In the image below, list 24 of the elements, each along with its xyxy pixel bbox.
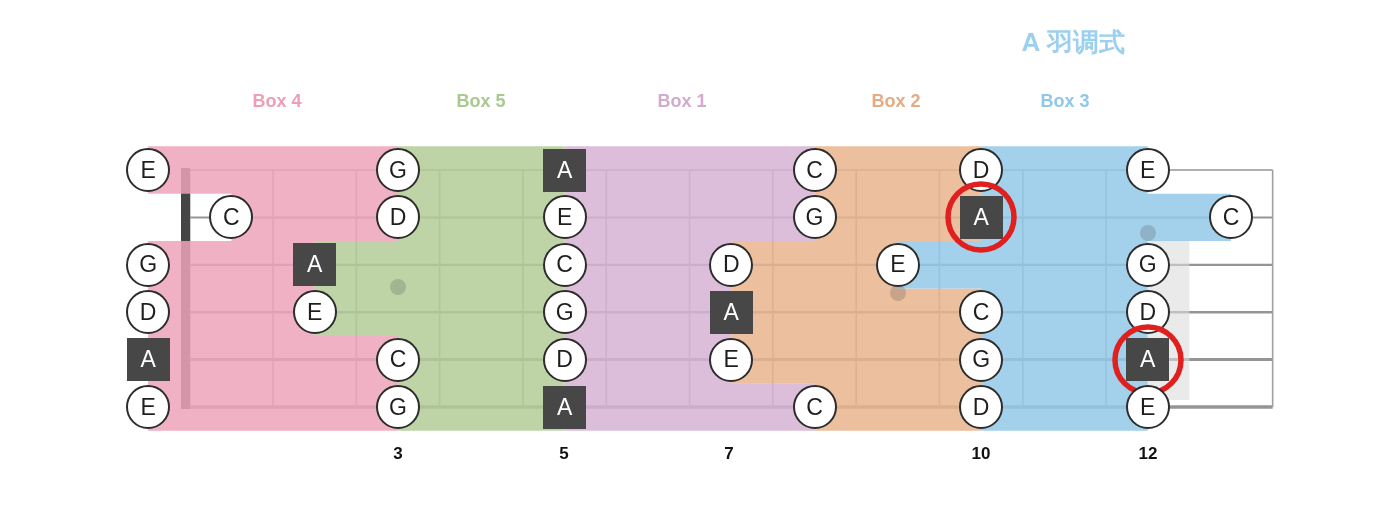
- note-circle: E: [126, 385, 171, 429]
- root-note-square: A: [543, 385, 587, 429]
- fret-number: 5: [559, 444, 569, 464]
- position-label: Box 2: [871, 90, 921, 112]
- root-note-square: A: [1126, 338, 1170, 382]
- position-label: Box 5: [456, 90, 506, 112]
- root-note-square: A: [293, 243, 337, 287]
- note-circle: C: [209, 195, 254, 240]
- fret-number: 3: [393, 444, 403, 464]
- note-circle: C: [1209, 195, 1253, 240]
- diagram-title: A 羽调式: [1021, 25, 1125, 59]
- root-note-square: A: [543, 148, 587, 192]
- root-note-square: A: [126, 338, 170, 382]
- position-label: Box 1: [657, 90, 707, 112]
- note-circle: G: [126, 242, 171, 287]
- fret-number: 12: [1138, 444, 1158, 464]
- fret-number: 7: [724, 444, 734, 464]
- note-circle: E: [126, 148, 171, 192]
- position-label: Box 3: [1040, 90, 1090, 112]
- root-note-square: A: [709, 290, 753, 334]
- fret-number: 10: [971, 444, 991, 464]
- position-label: Box 4: [252, 90, 302, 112]
- note-circle: D: [126, 290, 171, 335]
- root-note-square: A: [959, 195, 1003, 239]
